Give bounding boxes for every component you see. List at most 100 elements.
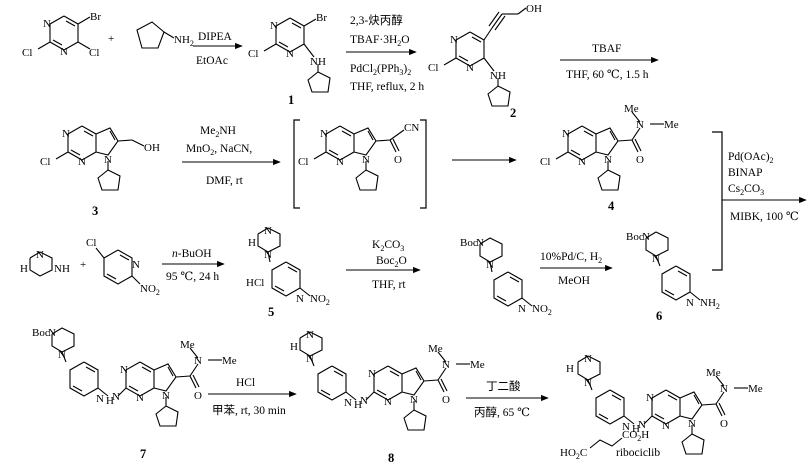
catalyst-label: PdCl2(PPh3)2: [350, 63, 411, 77]
reagent-label: n-BuOH: [172, 248, 212, 260]
atom-n: N: [360, 395, 368, 407]
base-label: Cs2CO3: [728, 183, 764, 197]
atom-n: N: [384, 396, 392, 408]
reagent-label: MnO2, NaCN,: [186, 143, 252, 157]
reagent-label: TBAF·3H2O: [350, 34, 410, 48]
atom-n: N: [584, 353, 592, 365]
atom-n: N: [720, 383, 728, 395]
right-bracket: [420, 119, 427, 209]
structure-compound-7: Boc N N N H N N N N O N Me Me: [32, 327, 237, 427]
atom-n: N: [96, 393, 104, 405]
atom-boc: Boc: [626, 231, 644, 243]
compound-label-7: 7: [140, 447, 146, 461]
conditions-label: THF, 60 ℃, 1.5 h: [566, 69, 649, 81]
atom-n: N: [62, 128, 70, 140]
structure-compound-5: H N N N NO2 HCl: [246, 225, 330, 307]
atom-n: N: [638, 419, 646, 431]
atom-cl: Cl: [22, 47, 32, 59]
atom-n: N: [368, 368, 376, 380]
conditions-label: MeOH: [558, 275, 590, 287]
structure-piperazine: H N NH: [20, 249, 70, 277]
atom-me: Me: [664, 119, 679, 131]
structure-bromodichloropyrimidine: Br Cl Cl N N: [22, 11, 101, 59]
atom-n: N: [48, 327, 56, 339]
atom-n: N: [584, 377, 592, 389]
conditions-label: 95 ℃, 24 h: [166, 271, 219, 283]
atom-n: N: [270, 20, 278, 32]
conditions-label: 甲苯, rt, 30 min: [212, 403, 286, 417]
atom-n: N: [36, 249, 44, 261]
atom-n: N: [296, 293, 304, 305]
atom-n: N: [162, 390, 170, 402]
atom-cl: Cl: [89, 47, 99, 59]
atom-no2: NO2: [140, 283, 160, 297]
atom-n: N: [306, 353, 314, 365]
atom-h: H: [566, 363, 574, 375]
atom-n: N: [442, 359, 450, 371]
structure-boc-nitro-intermediate: Boc N N N NO2: [460, 237, 552, 317]
atom-n: N: [78, 156, 86, 168]
plus-sign: +: [108, 33, 114, 45]
atom-n: N: [466, 62, 474, 74]
atom-n: N: [194, 355, 202, 367]
atom-boc: Boc: [32, 327, 50, 339]
conditions-label: THF, reflux, 2 h: [350, 81, 424, 93]
atom-cl: Cl: [298, 156, 308, 168]
left-bracket: [293, 119, 300, 209]
atom-me: Me: [222, 355, 237, 367]
reagent-label: Boc2O: [376, 255, 407, 269]
atom-br: Br: [90, 11, 101, 23]
atom-n: N: [562, 128, 570, 140]
atom-nh: NH: [490, 70, 506, 82]
atom-nh: NH: [310, 56, 326, 68]
atom-br: Br: [316, 12, 327, 24]
atom-cn: CN: [404, 122, 419, 134]
atom-n: N: [320, 128, 328, 140]
reagent-label: 丁二酸: [486, 379, 521, 393]
atom-n: N: [43, 18, 51, 30]
atom-n: N: [578, 156, 586, 168]
atom-n: N: [120, 364, 128, 376]
reagent-label: Me2NH: [200, 125, 236, 139]
structure-compound-2: OH Cl N N NH: [428, 3, 542, 107]
compound-label-8: 8: [388, 451, 394, 465]
atom-n: N: [622, 421, 630, 433]
compound-label-5: 5: [268, 305, 274, 319]
atom-o: O: [636, 154, 644, 166]
structure-ribociclib-succinate: H N N N H N N N N O N Me Me HO2C CO2H: [560, 353, 763, 461]
atom-cl: Cl: [428, 62, 438, 74]
atom-n: N: [264, 225, 272, 237]
atom-n: N: [476, 237, 484, 249]
atom-o: O: [442, 394, 450, 406]
reagent-label: 10%Pd/C, H2: [540, 251, 602, 265]
structure-cyclopentylamine: NH2: [136, 21, 194, 49]
atom-n: N: [518, 303, 526, 315]
compound-label-6: 6: [656, 309, 662, 323]
atom-nh2: NH2: [174, 34, 194, 48]
atom-co2h: CO2H: [622, 429, 649, 443]
atom-n: N: [486, 259, 494, 271]
atom-nh: NH: [54, 263, 70, 275]
structure-compound-6: Boc N N N NH2: [626, 231, 720, 311]
reagent-label: DIPEA: [198, 31, 233, 43]
salt-label: HCl: [246, 277, 264, 289]
conditions-label: 丙醇, 65 ℃: [474, 405, 530, 419]
atom-o: O: [394, 154, 402, 166]
compound-label-4: 4: [608, 199, 615, 213]
atom-o: O: [720, 418, 728, 430]
atom-n: N: [344, 397, 352, 409]
atom-cl: Cl: [40, 156, 50, 168]
compound-label-1: 1: [288, 93, 294, 107]
structure-compound-1: Br Cl N N NH: [248, 12, 331, 93]
atom-n: N: [132, 259, 140, 271]
atom-n: N: [688, 418, 696, 430]
structure-chloronitropyridine: Cl N NO2: [86, 237, 160, 297]
atom-n: N: [686, 297, 694, 309]
atom-me: Me: [624, 103, 639, 115]
atom-n: N: [264, 249, 272, 261]
atom-n: N: [636, 119, 644, 131]
catalyst-label: Pd(OAc)2: [728, 151, 774, 165]
atom-n: N: [362, 154, 370, 166]
atom-h: H: [20, 263, 28, 275]
